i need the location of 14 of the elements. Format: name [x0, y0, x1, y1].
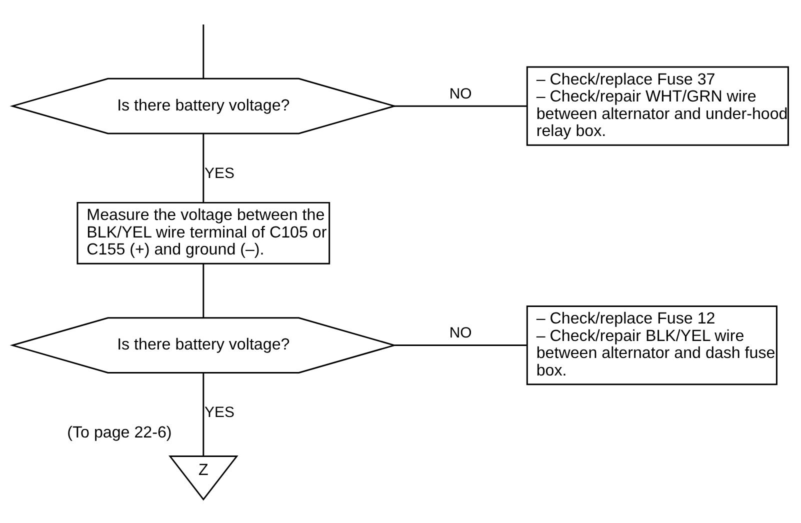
node-box: Measure the voltage between the BLK/YEL wire terminal of C105 or C155 (+) and ground (–). [76, 202, 330, 264]
edge-label: NO [449, 324, 472, 342]
edge-label: YES [204, 164, 234, 182]
connector [202, 264, 204, 318]
connector [394, 344, 527, 346]
connector [202, 24, 204, 79]
edge-label: NO [449, 85, 472, 102]
connector [394, 105, 528, 107]
node-label: (To page 22-6) [67, 424, 172, 442]
connector [202, 133, 204, 202]
connector [202, 372, 204, 456]
node-box: – Check/replace Fuse 12 – Check/repair BLK/YEL wire between alternator and dash fuse box. [526, 305, 778, 386]
node-box: – Check/replace Fuse 37 – Check/repair WHT/GRN wire between alternator and under-hood relay box. [526, 66, 789, 146]
edge-label: YES [204, 404, 234, 422]
